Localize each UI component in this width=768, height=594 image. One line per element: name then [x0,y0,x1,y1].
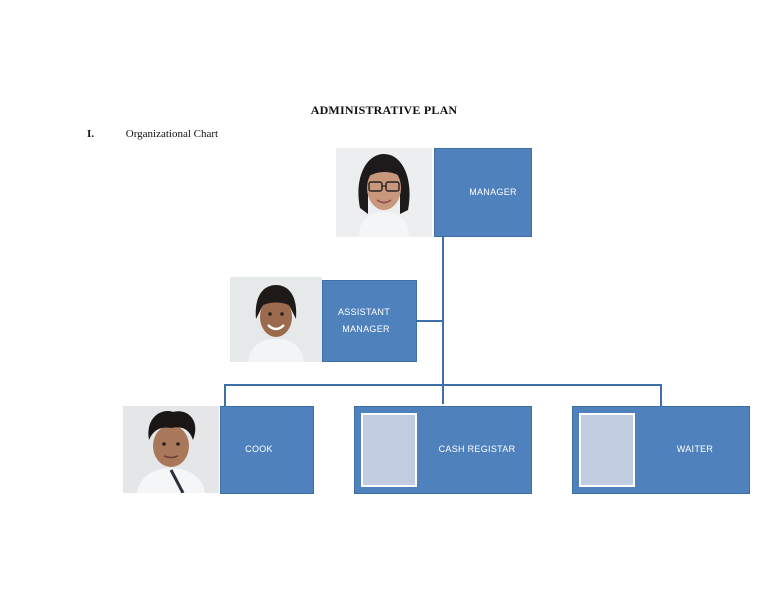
assistant-manager-photo [230,277,322,362]
cook-drop-connector [224,384,226,406]
manager-portrait-image [336,148,432,237]
section-heading: I. Organizational Chart [87,128,218,140]
manager-box: MANAGER [434,148,532,237]
assistant-manager-box: ASSISTANT MANAGER [322,280,417,362]
waiter-drop-connector [660,384,662,406]
waiter-photo-placeholder [579,413,635,487]
waiter-box: WAITER [572,406,750,494]
cook-label: COOK [245,444,273,454]
cook-box: COOK [220,406,314,494]
assistant-manager-label-line1: ASSISTANT [337,307,391,317]
manager-photo [336,148,432,237]
assistant-manager-label-line2: MANAGER [342,324,390,334]
cash-registar-box: CASH REGISTAR [354,406,532,494]
section-title: Organizational Chart [125,128,219,140]
cook-portrait-image [123,406,219,493]
document-title: ADMINISTRATIVE PLAN [310,103,458,117]
manager-label: MANAGER [469,187,517,197]
cash-registar-label: CASH REGISTAR [438,444,516,454]
manager-vertical-connector [442,236,444,404]
staff-horizontal-connector [224,384,662,386]
assistant-manager-portrait-image [230,277,322,362]
cook-photo [123,406,219,493]
cash-registar-photo-placeholder [361,413,417,487]
waiter-label: WAITER [676,444,714,454]
section-number: I. [87,128,95,140]
assistant-horizontal-connector [416,320,443,322]
